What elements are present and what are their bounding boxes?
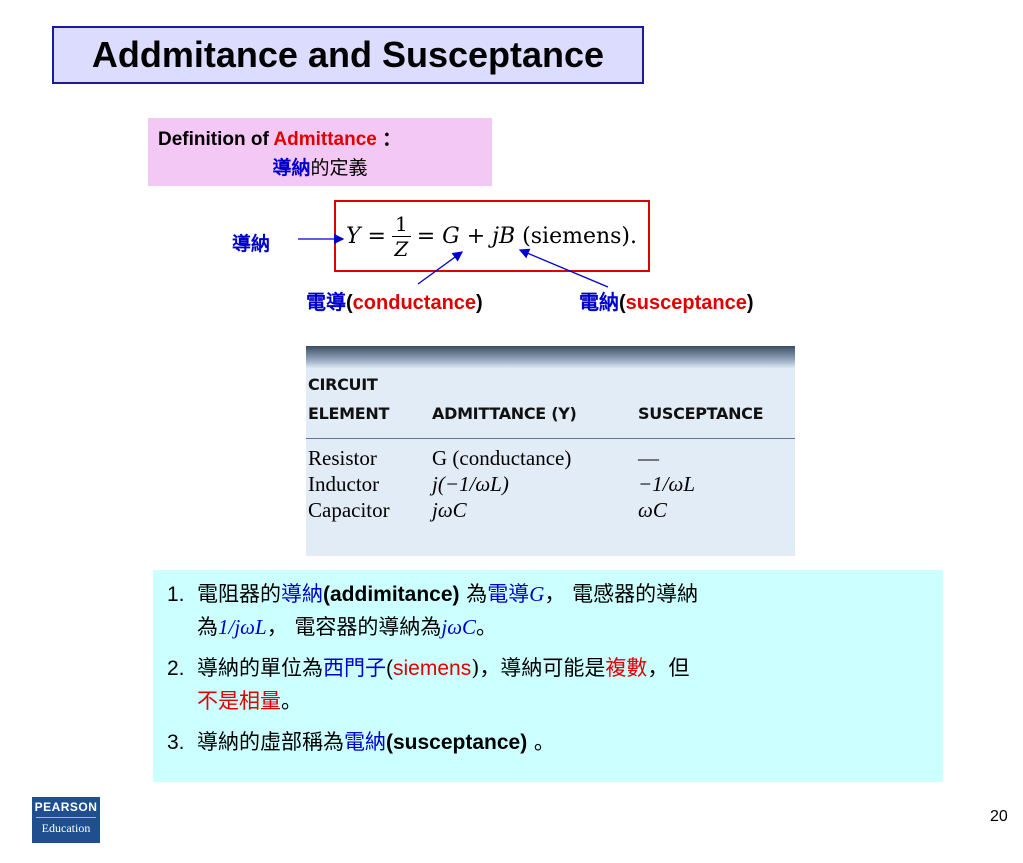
table-row: Inductor j(−1/ωL) −1/ωL: [308, 472, 696, 496]
table-row: Capacitor jωC ωC: [308, 498, 667, 522]
notes-box: 1. 電阻器的導納(addimitance) 為電導G， 電感器的導納為1/jω…: [153, 570, 943, 782]
fraction: 1 Z: [391, 212, 411, 261]
definition-box: Definition of Admittance ： 導納的定義: [148, 118, 492, 186]
table-body: Resistor G (conductance) — Inductor j(−1…: [306, 446, 795, 524]
conductance-label: 電導(conductance): [306, 290, 483, 314]
admittance-zh-label: 導納: [232, 233, 271, 255]
table-top-bar: [306, 346, 795, 368]
note-3: 3. 導納的虛部稱為電納(susceptance) 。: [167, 730, 555, 754]
formula-box: Y = 1 Z = G + jB (siemens).: [334, 200, 650, 272]
admittance-table: CIRCUIT ELEMENT ADMITTANCE (Y) SUSCEPTAN…: [306, 346, 795, 556]
definition-chinese: 導納的定義: [272, 157, 368, 179]
admittance-term: Admittance: [273, 129, 377, 150]
header-element: ELEMENT: [308, 404, 390, 423]
header-susceptance: SUSCEPTANCE: [638, 404, 764, 423]
note-1: 1. 電阻器的導納(addimitance) 為電導G， 電感器的導納為1/jω…: [167, 582, 699, 639]
susceptance-label: 電納(susceptance): [579, 290, 754, 314]
header-admittance: ADMITTANCE (Y): [432, 404, 577, 423]
table-row: Resistor G (conductance) —: [308, 446, 659, 470]
admittance-formula: Y = 1 Z = G + jB (siemens).: [346, 211, 638, 261]
table-header: CIRCUIT ELEMENT ADMITTANCE (Y) SUSCEPTAN…: [306, 372, 795, 439]
slide-title: Addmitance and Susceptance: [91, 34, 605, 75]
note-2: 2. 導納的單位為西門子(siemens)，導納可能是複數，但不是相量。: [167, 656, 690, 713]
definition-heading: Definition of Admittance ：: [158, 129, 402, 150]
page-number: 20: [990, 808, 1008, 825]
header-circuit: CIRCUIT: [308, 375, 378, 394]
slide-title-box: Addmitance and Susceptance: [52, 26, 644, 84]
pearson-education-logo: PEARSON Education: [32, 797, 100, 843]
